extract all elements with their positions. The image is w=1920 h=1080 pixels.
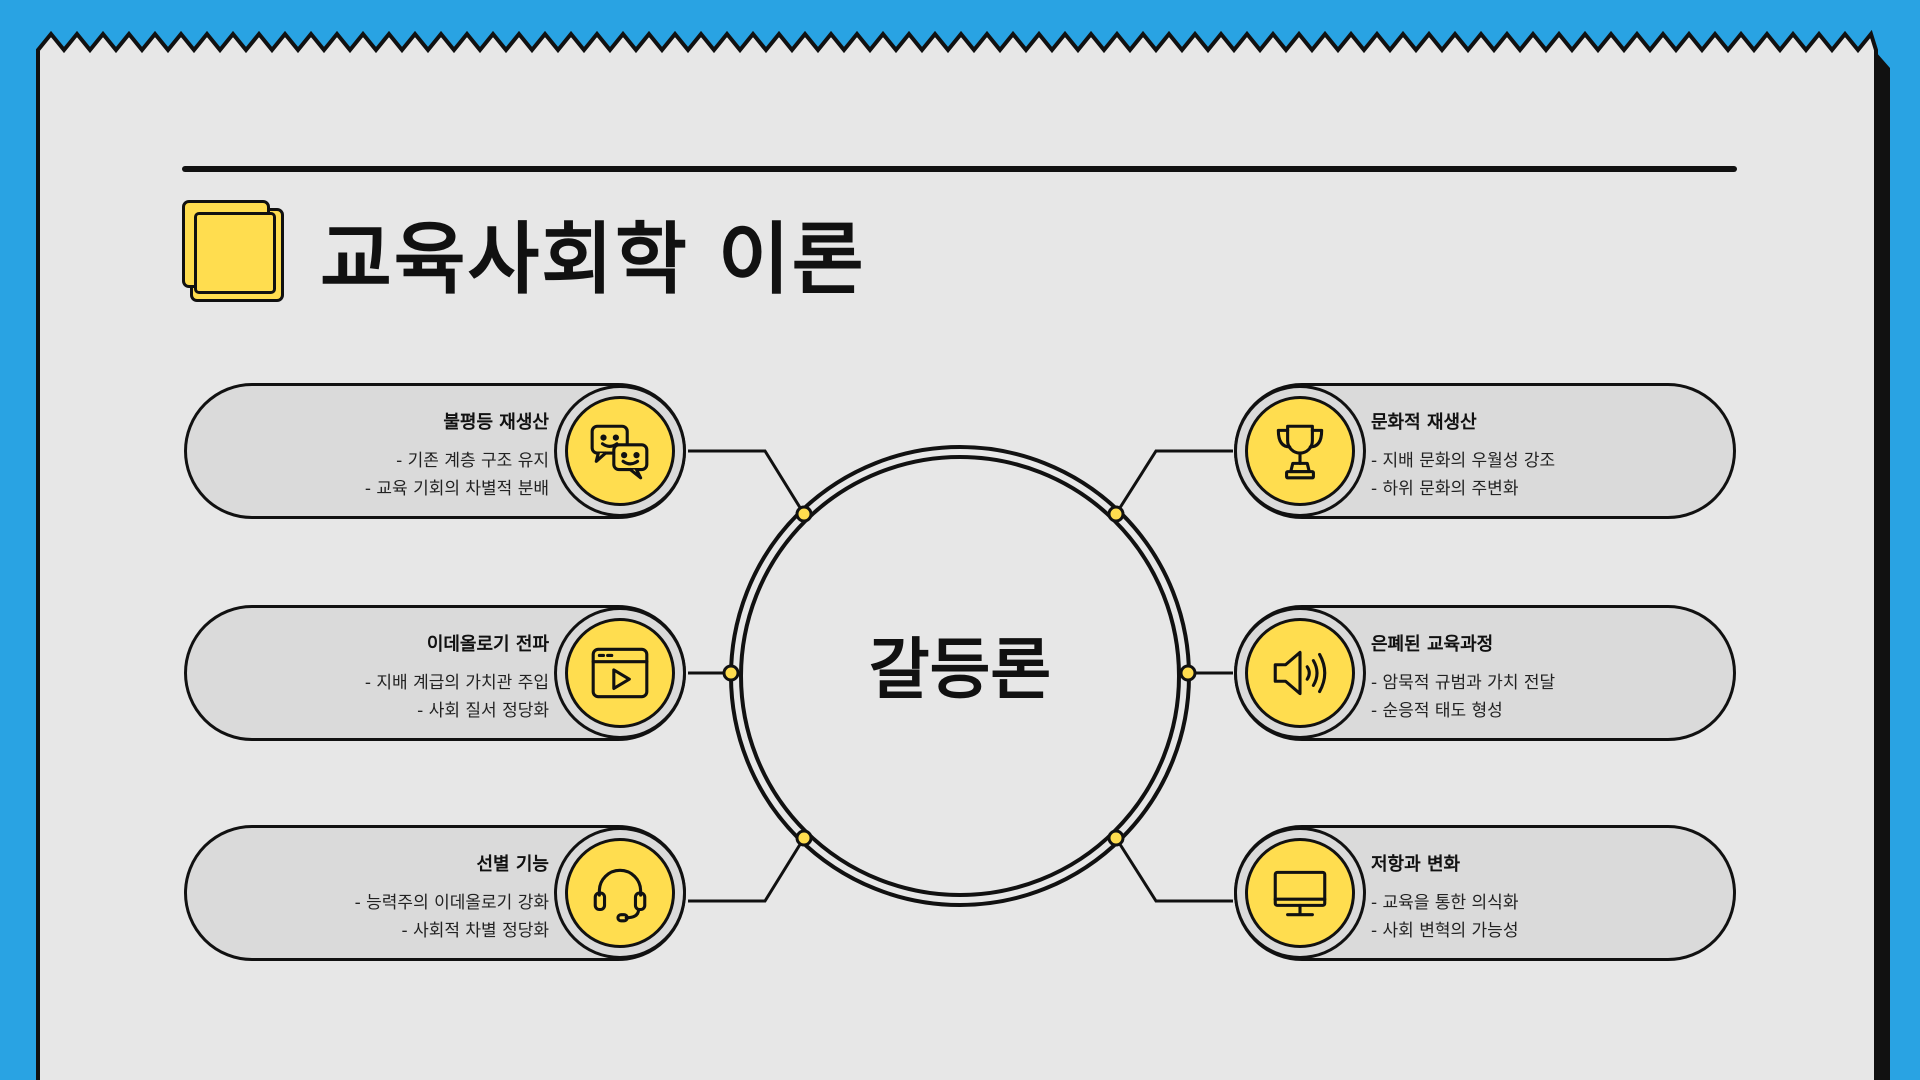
branch-title: 이데올로기 전파: [426, 634, 549, 655]
branch-title: 불평등 재생산: [443, 412, 549, 433]
branch-point: - 하위 문화의 주변화: [1371, 479, 1519, 499]
branch-point: - 암묵적 규범과 가치 전달: [1371, 673, 1556, 693]
connector-line: [1114, 837, 1233, 903]
branch-title: 저항과 변화: [1371, 854, 1461, 875]
branch-point: - 교육을 통한 의식화: [1371, 893, 1519, 913]
page-title: 교육사회학 이론: [320, 215, 866, 305]
connector-node: [722, 664, 740, 682]
branch-point: - 사회 질서 정당화: [417, 701, 549, 721]
branch-card-ideology: 이데올로기 전파 - 지배 계급의 가치관 주입 - 사회 질서 정당화: [184, 605, 686, 741]
branch-card-selection: 선별 기능 - 능력주의 이데올로기 강화 - 사회적 차별 정당화: [184, 825, 686, 961]
branch-title: 은폐된 교육과정: [1371, 634, 1494, 655]
branch-point: - 지배 계급의 가치관 주입: [364, 673, 549, 693]
connector-node: [795, 829, 813, 847]
branch-card-cultural-reproduction: 문화적 재생산 - 지배 문화의 우월성 강조 - 하위 문화의 주변화: [1234, 383, 1736, 519]
connector-node: [1107, 505, 1125, 523]
branch-point: - 교육 기회의 차별적 분배: [364, 479, 549, 499]
branch-title: 선별 기능: [476, 854, 549, 875]
connector-line: [688, 449, 806, 515]
branch-point: - 능력주의 이데올로기 강화: [354, 893, 549, 913]
title-square-icon: [182, 200, 286, 304]
center-topic: 갈등론: [868, 631, 1052, 708]
speaker-icon: [1245, 618, 1355, 728]
connector-line: [688, 837, 806, 903]
branch-title: 문화적 재생산: [1371, 412, 1477, 433]
branch-card-inequality: 불평등 재생산 - 기존 계층 구조 유지 - 교육 기회의 차별적 분배: [184, 383, 686, 519]
connector-node: [1107, 829, 1125, 847]
connector-node: [1179, 664, 1197, 682]
branch-point: - 기존 계층 구조 유지: [396, 451, 549, 471]
video-player-icon: [565, 618, 675, 728]
branch-point: - 사회적 차별 정당화: [401, 921, 549, 941]
branch-card-hidden-curriculum: 은폐된 교육과정 - 암묵적 규범과 가치 전달 - 순응적 태도 형성: [1234, 605, 1736, 741]
branch-point: - 지배 문화의 우월성 강조: [1371, 451, 1556, 471]
branch-point: - 순응적 태도 형성: [1371, 701, 1503, 721]
chat-icon: [565, 396, 675, 506]
monitor-icon: [1245, 838, 1355, 948]
branch-card-resistance: 저항과 변화 - 교육을 통한 의식화 - 사회 변혁의 가능성: [1234, 825, 1736, 961]
title-rule: [182, 166, 1737, 172]
connector-node: [795, 505, 813, 523]
connector-line: [1114, 449, 1233, 515]
headset-icon: [565, 838, 675, 948]
center-ring-inner: [739, 455, 1181, 897]
branch-point: - 사회 변혁의 가능성: [1371, 921, 1519, 941]
trophy-icon: [1245, 396, 1355, 506]
